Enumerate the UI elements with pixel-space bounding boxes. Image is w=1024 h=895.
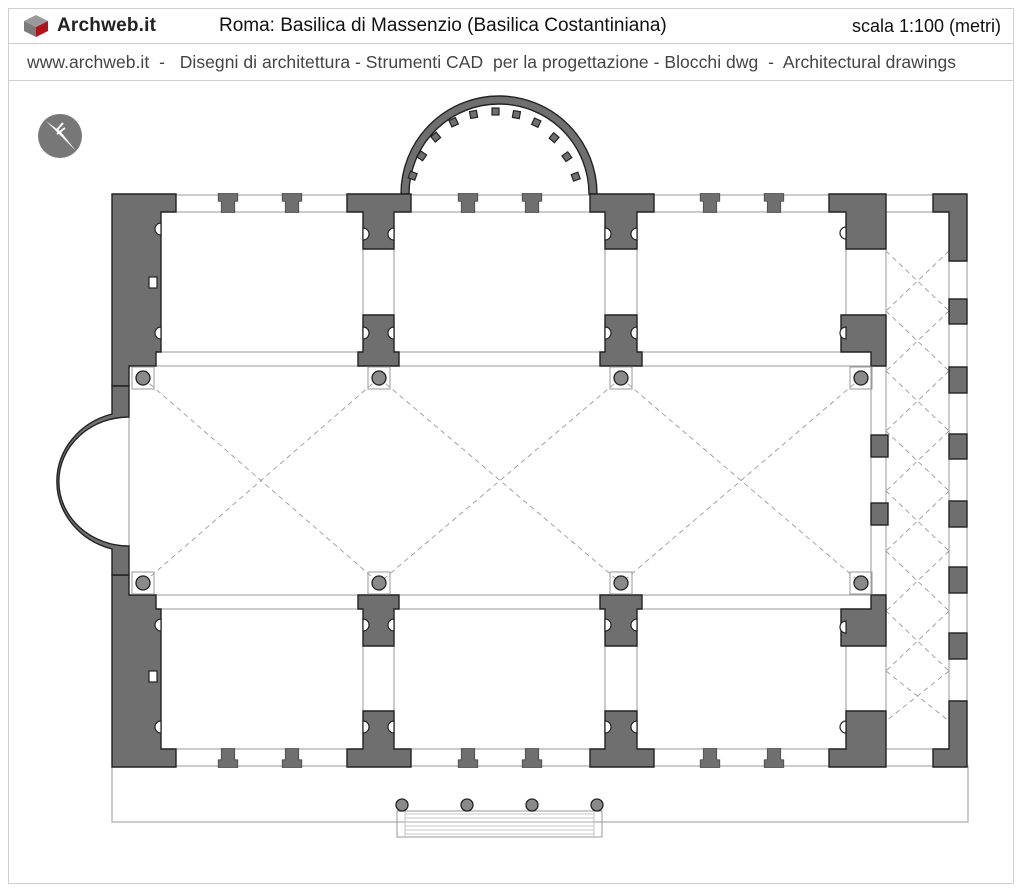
- apse-niches: [407, 107, 581, 182]
- nave-columns: [131, 366, 873, 595]
- portico-columns: [395, 798, 604, 812]
- site-tagline: www.archweb.it - Disegni di architettura…: [27, 52, 957, 72]
- brand[interactable]: Archweb.it: [23, 14, 156, 38]
- pier-niches: [148, 222, 847, 734]
- walls: [56, 95, 968, 768]
- structure-lines: [128, 194, 968, 767]
- vault-lines: [142, 250, 950, 722]
- drawing-title: Roma: Basilica di Massenzio (Basilica Co…: [219, 15, 667, 36]
- buttresses-south: [217, 748, 785, 768]
- title-bar: Archweb.it Roma: Basilica di Massenzio (…: [9, 9, 1013, 44]
- brand-name: Archweb.it: [57, 15, 157, 36]
- cube-logo-icon: [24, 15, 48, 37]
- entrance-steps: [396, 810, 603, 838]
- drawing-scale: scala 1:100 (metri): [851, 16, 1001, 36]
- great-piers: [346, 193, 655, 768]
- subheader-bar: www.archweb.it - Disegni di architettura…: [9, 44, 1013, 81]
- sheet-frame: Archweb.it Roma: Basilica di Massenzio (…: [8, 8, 1014, 884]
- step-lines: [404, 812, 595, 837]
- buttresses-north: [217, 193, 785, 213]
- north-arrow-icon: [38, 114, 82, 158]
